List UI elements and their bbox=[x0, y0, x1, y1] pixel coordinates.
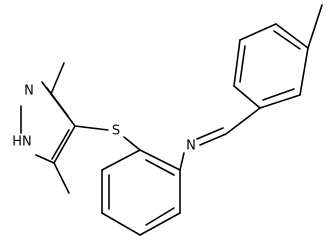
ring-bond-4 bbox=[101, 212, 141, 236]
bond-c3-methyl bbox=[50, 62, 65, 95]
tolyl-double-2 bbox=[273, 30, 301, 50]
tolyl-bond-4 bbox=[239, 23, 277, 41]
bond-aryl-n bbox=[179, 152, 185, 171]
bond-ch-aryl bbox=[225, 107, 261, 135]
atom-sulfur: S bbox=[112, 124, 120, 139]
tolyl-bond-5 bbox=[233, 39, 241, 87]
bond-c5-c4-double bbox=[51, 129, 70, 160]
ring-bond-6 bbox=[101, 149, 141, 171]
bond-n-ch bbox=[199, 133, 227, 146]
bond-c4-c5 bbox=[53, 125, 76, 164]
bond-s-c-aryl bbox=[123, 136, 141, 151]
bond-c4-s bbox=[74, 125, 109, 131]
thioether-link bbox=[74, 125, 141, 151]
bond-n-ch-double bbox=[196, 127, 224, 140]
bond-n-double bbox=[46, 87, 69, 117]
tolyl-bond-1 bbox=[259, 94, 301, 109]
bond-c5-nh bbox=[35, 154, 55, 164]
ring-bond-1 bbox=[139, 149, 181, 171]
bond-tolyl-methyl bbox=[307, 4, 323, 49]
pyrazole-ring bbox=[20, 62, 76, 194]
tolyl-double-3 bbox=[239, 45, 246, 83]
tolyl-bond-2 bbox=[299, 47, 309, 96]
ring-double-2 bbox=[145, 207, 175, 226]
tolyl-double-1 bbox=[262, 88, 295, 101]
atom-nh-pyrazole: HN bbox=[12, 135, 32, 150]
ring-double-1 bbox=[145, 159, 175, 176]
tolyl-ring bbox=[233, 4, 323, 109]
bond-c5-methyl bbox=[53, 162, 70, 194]
tolyl-bond-6 bbox=[233, 85, 261, 109]
atom-n-imine: N bbox=[186, 139, 196, 154]
tolyl-bond-3 bbox=[275, 23, 309, 49]
atom-n-pyrazole: N bbox=[24, 84, 34, 99]
aniline-ring bbox=[101, 149, 181, 236]
imine-link bbox=[179, 107, 261, 171]
ring-bond-3 bbox=[139, 212, 181, 236]
